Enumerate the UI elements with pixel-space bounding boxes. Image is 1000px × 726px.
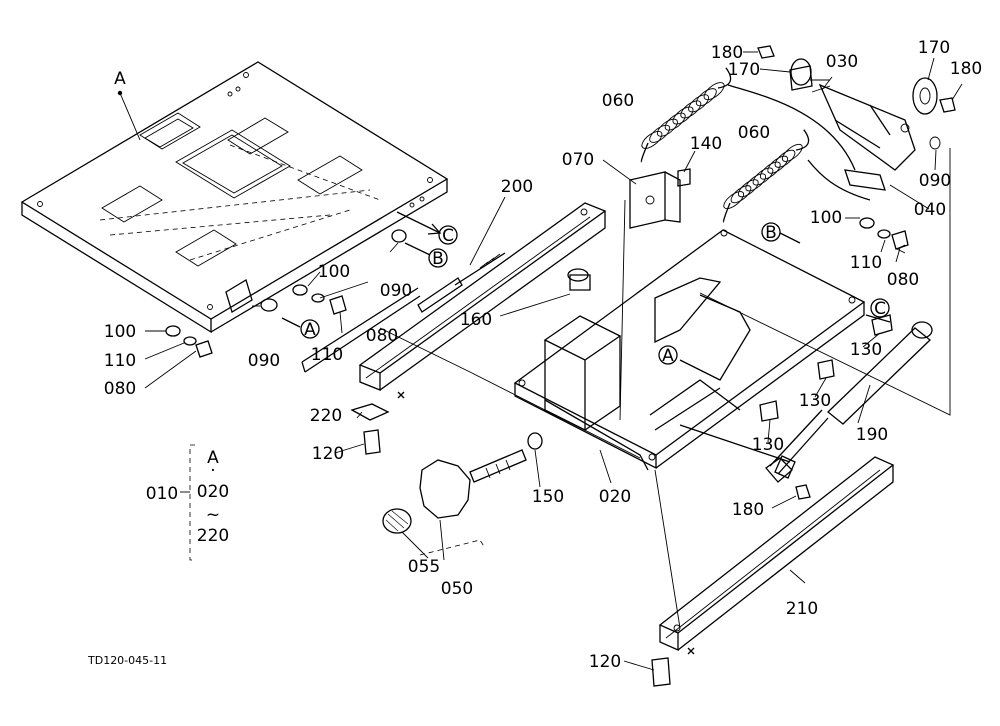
spring-060-left-coil	[695, 88, 717, 107]
spring-060-right-coil	[752, 167, 774, 186]
callout-055: 055	[408, 557, 440, 577]
callout-010: 010	[146, 484, 178, 504]
ref-c-right: C	[874, 299, 886, 319]
seat-base-frame-020	[513, 229, 866, 479]
spring-060-right-coil	[767, 155, 789, 174]
group-tilde: ~	[206, 505, 220, 525]
hardware	[165, 45, 956, 687]
ref-circle-c-right	[870, 298, 890, 318]
spring-060-right-coil	[759, 161, 781, 180]
reference-marks: C B A B C A A	[114, 69, 891, 371]
upper-seat-plate	[20, 61, 449, 334]
adjust-knob-050	[382, 449, 527, 534]
callout-120-upper: 120	[312, 444, 344, 464]
slide-rail-200	[301, 202, 607, 399]
group-bracket-010: A · ~	[180, 444, 220, 561]
callout-120-lower: 120	[589, 652, 621, 672]
leader-lines	[119, 51, 963, 671]
callout-170-right: 170	[918, 38, 950, 58]
group-dot: ·	[210, 461, 215, 481]
spring-060-right-coil	[774, 149, 796, 168]
spring-060-right-coil	[737, 179, 759, 198]
callout-080-right: 080	[887, 270, 919, 290]
spring-060-right-coil	[730, 185, 752, 204]
callout-210: 210	[786, 599, 818, 619]
spring-linkage	[629, 65, 941, 254]
callout-020: 020	[599, 487, 631, 507]
spring-060-left-coil	[688, 94, 710, 113]
ref-circle-b-left	[428, 248, 448, 268]
callout-180-top: 180	[711, 43, 743, 63]
callout-030: 030	[826, 52, 858, 72]
spring-060-right-coil	[781, 143, 803, 162]
tension-springs-060	[640, 67, 810, 223]
callout-180-low: 180	[732, 500, 764, 520]
callout-050: 050	[441, 579, 473, 599]
spring-060-left-coil	[664, 112, 686, 131]
callout-020-group: 020	[197, 482, 229, 502]
spring-060-left-coil	[641, 130, 663, 149]
callout-220: 220	[310, 406, 342, 426]
callout-080-left: 080	[104, 379, 136, 399]
doc-code: TD120-045-11	[87, 654, 167, 667]
ref-a-plate: A	[114, 69, 126, 89]
ref-circle-a-left	[300, 319, 320, 339]
spring-060-right-hook	[722, 202, 731, 223]
callout-150: 150	[532, 487, 564, 507]
ref-c-left: C	[442, 226, 454, 246]
callout-130-top: 130	[850, 340, 882, 360]
ref-circle-b-right	[761, 222, 781, 242]
callout-060-left: 060	[602, 91, 634, 111]
group-from-label: A	[207, 448, 219, 468]
spring-060-right-hook	[795, 129, 810, 151]
spring-060-right-coil	[745, 173, 767, 192]
callout-140: 140	[690, 134, 722, 154]
gas-strut-190	[765, 321, 933, 483]
callout-090-left: 090	[248, 351, 280, 371]
ref-a-dot	[117, 90, 123, 96]
spring-060-left-coil	[656, 118, 678, 137]
ref-a-right: A	[662, 346, 674, 366]
slide-rail-210	[658, 456, 895, 655]
ref-b-left: B	[432, 249, 444, 269]
callout-170-left: 170	[728, 60, 760, 80]
callout-220-group: 220	[197, 526, 229, 546]
callout-180-right: 180	[950, 59, 982, 79]
callout-110-right: 110	[850, 253, 882, 273]
spring-060-left-coil	[649, 124, 671, 143]
callout-040: 040	[914, 200, 946, 220]
callout-070: 070	[562, 150, 594, 170]
callout-labels: 010 020 220 100 110 080 090 100 110 080 …	[87, 38, 982, 672]
callout-200: 200	[501, 177, 533, 197]
callout-090-mid: 090	[380, 281, 412, 301]
callout-080-mid: 080	[366, 326, 398, 346]
callout-100-mid: 100	[318, 262, 350, 282]
callout-160: 160	[460, 310, 492, 330]
spring-060-left-coil	[703, 82, 725, 101]
spring-060-right-coil	[723, 191, 745, 210]
callout-100-right: 100	[810, 208, 842, 228]
callout-130-low: 130	[752, 435, 784, 455]
spring-060-left-hook	[717, 67, 732, 89]
spring-060-left-coil	[672, 106, 694, 125]
callout-130-mid: 130	[799, 391, 831, 411]
ref-b-right: B	[765, 223, 777, 243]
callout-110-mid: 110	[311, 345, 343, 365]
ref-circle-c-left	[438, 225, 458, 245]
callout-110-left: 110	[104, 351, 136, 371]
callout-190: 190	[856, 425, 888, 445]
callout-060-right: 060	[738, 123, 770, 143]
callout-090-right: 090	[919, 171, 951, 191]
callout-100-left: 100	[104, 322, 136, 342]
ref-circle-a-right	[658, 345, 678, 365]
spring-060-left-coil	[680, 100, 702, 119]
ref-a-left: A	[304, 320, 316, 340]
spring-060-left-hook	[640, 142, 649, 163]
